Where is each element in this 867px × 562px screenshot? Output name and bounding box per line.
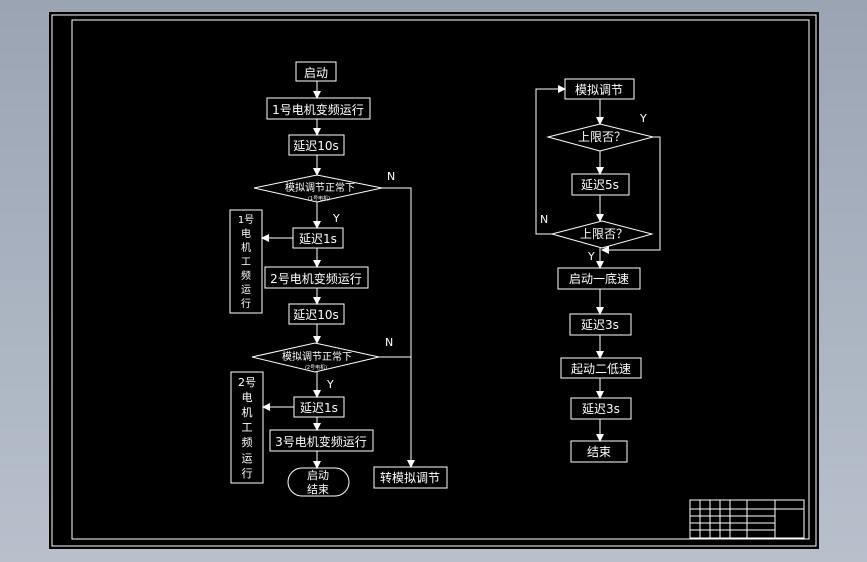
check2-label: 模拟调节正常下 [282, 350, 352, 363]
svg-text:机: 机 [241, 241, 251, 254]
delay-1s-b-label: 延迟1s [300, 401, 338, 415]
motor2-power-label: 2号 电 机 工 频 运 行 [238, 376, 256, 480]
delay-3s-b-label: 延迟3s [582, 402, 620, 416]
svg-text:行: 行 [241, 297, 251, 310]
branch-n2-label: N [385, 336, 393, 349]
delay-10s-b-label: 延迟10s [293, 308, 339, 322]
svg-text:电: 电 [242, 391, 253, 404]
svg-text:行: 行 [242, 467, 253, 480]
check1-label: 模拟调节正常下 [285, 181, 355, 194]
svg-text:工: 工 [241, 257, 251, 268]
svg-text:工: 工 [242, 421, 253, 434]
upper-limit2-label: 上限否？ [580, 227, 628, 241]
svg-text:频: 频 [241, 269, 251, 282]
drawing-canvas: 启动 1号电机变频运行 延迟10s 模拟调节正常下 (1号电机) 延迟1s 2号… [49, 12, 819, 549]
title-block [689, 499, 805, 539]
flowchart-svg: 启动 1号电机变频运行 延迟10s 模拟调节正常下 (1号电机) 延迟1s 2号… [51, 14, 817, 547]
start-label: 启动 [304, 66, 328, 80]
svg-text:运: 运 [242, 452, 253, 465]
upper-limit1-label: 上限否？ [578, 130, 626, 144]
upper-limit2-diamond [550, 220, 654, 249]
to-analog-label: 转模拟调节 [380, 470, 440, 485]
delay-3s-a-label: 延迟3s [581, 318, 619, 332]
analog-adjust-label: 模拟调节 [575, 83, 623, 97]
branch-y1-label: Y [332, 212, 340, 225]
delay-10s-a-label: 延迟10s [293, 139, 339, 153]
motor3-vf-label: 3号电机变频运行 [275, 434, 367, 449]
motor1-vf-label: 1号电机变频运行 [272, 102, 364, 117]
motor2-vf-label: 2号电机变频运行 [270, 271, 362, 286]
svg-text:2号: 2号 [238, 376, 256, 389]
end-label-line2: 结束 [307, 483, 329, 496]
svg-text:机: 机 [242, 405, 253, 419]
end-label: 结束 [587, 445, 611, 459]
start-first-low-label: 启动一底速 [569, 271, 629, 286]
branch-n1-label: N [387, 170, 395, 183]
start-second-low-label: 起动二低速 [571, 362, 631, 376]
end-label-line1: 启动 [307, 469, 329, 482]
check2-sub-label: (2号电机) [305, 364, 327, 371]
svg-text:1号: 1号 [238, 214, 254, 226]
branch-y-top-label: Y [639, 112, 647, 125]
start-box [295, 61, 337, 82]
outer-frame [51, 14, 817, 547]
motor1-power-box [229, 209, 263, 314]
motor1-power-label: 1号 电 机 工 频 运 行 [238, 214, 254, 310]
motor3-vf-box [269, 429, 374, 452]
inner-frame [71, 19, 810, 540]
svg-text:频: 频 [242, 435, 253, 449]
branch-y-bottom-label: Y [587, 250, 595, 263]
svg-text:运: 运 [241, 284, 251, 296]
delay-1s-a-label: 延迟1s [299, 232, 337, 246]
delay-5s-label: 延迟5s [581, 178, 619, 192]
svg-text:电: 电 [241, 227, 251, 240]
motor2-power-box [230, 371, 264, 484]
check1-sub-label: (1号电机) [308, 195, 330, 202]
branch-n-loop-label: N [540, 213, 548, 226]
branch-y2-label: Y [326, 378, 334, 391]
